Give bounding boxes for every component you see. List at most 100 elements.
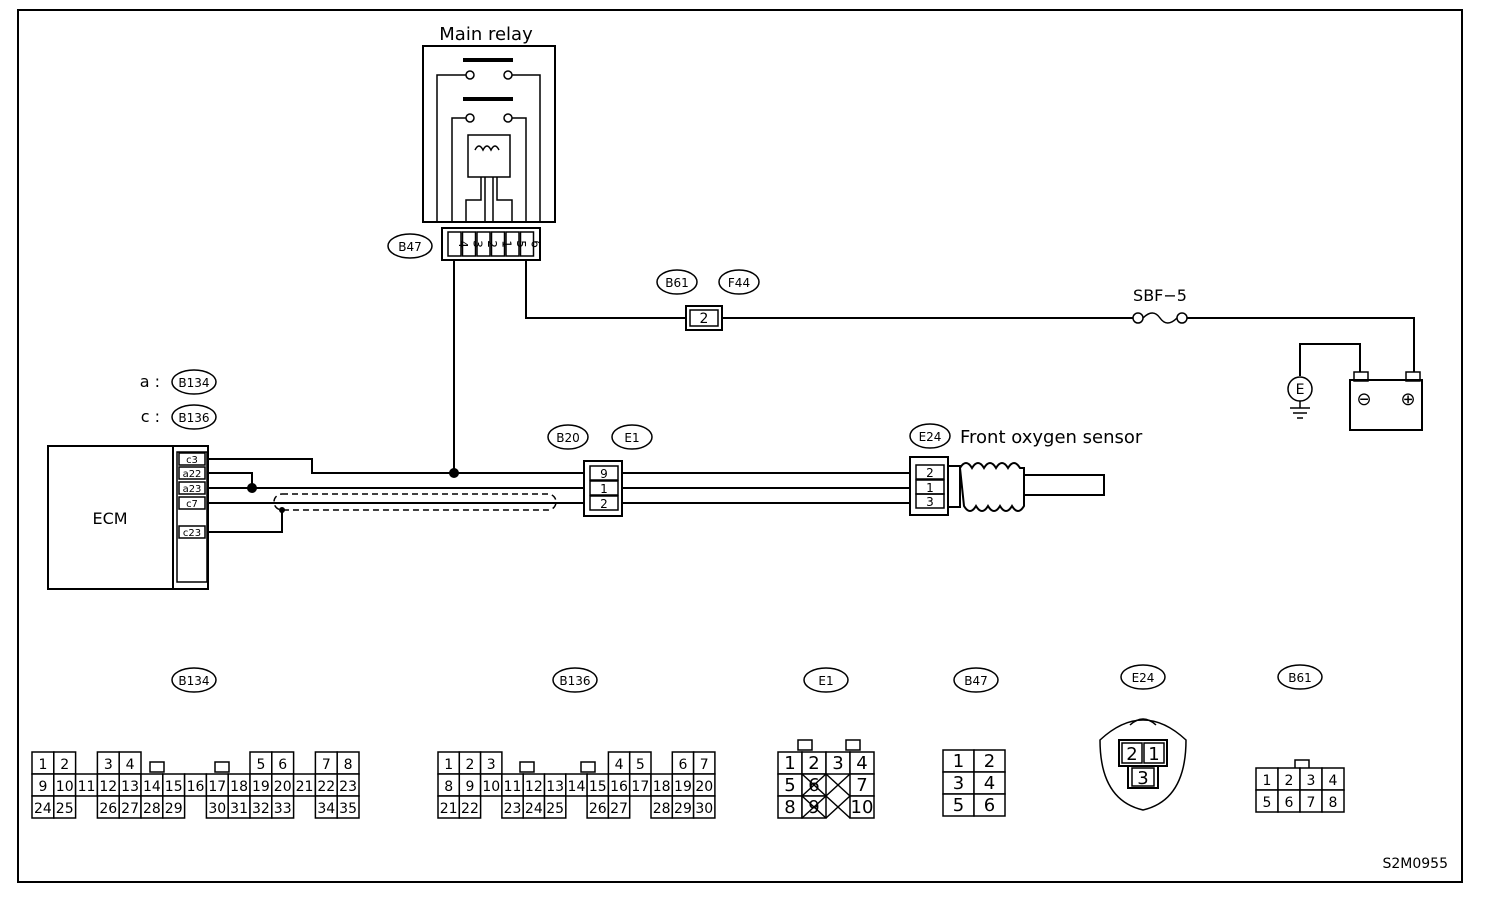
connector-pin: 31	[230, 801, 248, 817]
b47-tag-text: B47	[398, 240, 422, 254]
connector-pin: 1	[1263, 773, 1272, 789]
connector-pin: 8	[344, 757, 353, 773]
connector-pin: 19	[674, 779, 692, 795]
connector-pin: 2	[465, 757, 474, 773]
e1-tag-text: E1	[624, 431, 639, 445]
connector-pin: 4	[856, 753, 867, 774]
ecm-pin: a22	[183, 469, 202, 480]
connector-pin: 20	[274, 779, 292, 795]
connector-pin: 14	[143, 779, 161, 795]
e1-pin: 1	[600, 482, 608, 496]
e1-pin: 9	[600, 467, 608, 481]
connector-view-tag: E24	[1132, 671, 1155, 685]
f44-tag-text: F44	[728, 276, 750, 290]
connector-pin: 16	[610, 779, 628, 795]
connector-pin: 2	[60, 757, 69, 773]
e24-tag: E24	[909, 423, 951, 449]
connector-pin: 17	[208, 779, 226, 795]
connector-pin: 2	[808, 753, 819, 774]
f44-pin: 2	[700, 311, 709, 327]
legend-c-prefix: c :	[141, 407, 160, 426]
connector-pin: 4	[1329, 773, 1338, 789]
ecm-label: ECM	[92, 509, 127, 528]
connector-pin: 2	[1285, 773, 1294, 789]
connector-pin: 33	[274, 801, 292, 817]
main-relay: Main relay	[422, 24, 556, 223]
connector-pin: 22	[461, 801, 479, 817]
connector-pin: 28	[143, 801, 161, 817]
connector-pin: 3	[1137, 768, 1148, 789]
b20-tag-text: B20	[556, 431, 580, 445]
connector-pin: 8	[444, 779, 453, 795]
connector-view-tag: E1	[818, 674, 833, 688]
figure-code: S2M0955	[1382, 856, 1448, 872]
connector-pin: 1	[38, 757, 47, 773]
wire-c23-shield	[207, 510, 283, 533]
ecm-pin: a23	[183, 484, 202, 495]
connector-pin: 5	[784, 775, 795, 796]
connector-pin: 11	[504, 779, 522, 795]
connector-pin: 9	[465, 779, 474, 795]
relay-pin: 6	[529, 240, 543, 248]
connector-pin: 14	[568, 779, 586, 795]
e1-connector: 912	[583, 460, 623, 517]
connector-pin: 7	[856, 775, 867, 796]
wire-c3	[207, 458, 584, 474]
connector-pin: 23	[339, 779, 357, 795]
connector-pin: 8	[784, 797, 795, 818]
connector-pin: 1	[953, 751, 964, 772]
connector-pin: 6	[678, 757, 687, 773]
connector-pin: 25	[56, 801, 74, 817]
connector-view-tag: B61	[1288, 671, 1312, 685]
connector-pin: 3	[487, 757, 496, 773]
legend-a-tag: B134	[178, 376, 209, 390]
connector-pin: 12	[525, 779, 543, 795]
main-relay-label: Main relay	[439, 24, 533, 45]
connector-pin: 3	[832, 753, 843, 774]
wire-ground	[1299, 343, 1361, 376]
connector-pin: 18	[653, 779, 671, 795]
connector-pin: 6	[1285, 795, 1294, 811]
b61-tag-text: B61	[665, 276, 689, 290]
e1-pin: 2	[600, 497, 608, 511]
e24-pin: 3	[926, 495, 934, 509]
connector-pin: 2	[984, 751, 995, 772]
connector-pin: 1	[1148, 744, 1159, 765]
e24-pin: 1	[926, 481, 934, 495]
connector-pin: 5	[1263, 795, 1272, 811]
ecm-pin: c3	[186, 455, 198, 466]
connector-pin: 9	[38, 779, 47, 795]
shield	[273, 493, 557, 511]
battery-minus: ⊖	[1356, 389, 1371, 410]
wire-fuse-to-battery	[1187, 317, 1415, 372]
connector-pin: 24	[34, 801, 52, 817]
connector-pin: 1	[444, 757, 453, 773]
connector-pin: 7	[700, 757, 709, 773]
connector-pin: 7	[322, 757, 331, 773]
main-relay-body	[422, 45, 556, 223]
f44-tag: F44	[718, 269, 760, 295]
f44-connector: 2	[685, 305, 723, 331]
connector-pin: 10	[56, 779, 74, 795]
connector-pin: 19	[252, 779, 270, 795]
b20-tag: B20	[547, 424, 589, 450]
e24-tag-text: E24	[919, 430, 942, 444]
connector-pin: 25	[546, 801, 564, 817]
connector-pin: 34	[317, 801, 335, 817]
ecm-connector-legend: a : B134 c : B136	[140, 369, 217, 430]
e1-tag: E1	[611, 424, 653, 450]
connector-pin: 12	[99, 779, 117, 795]
connector-view-tag: B134	[178, 674, 209, 688]
b47-tag: B47	[387, 233, 433, 259]
connector-pin: 32	[252, 801, 270, 817]
connector-pin: 16	[187, 779, 205, 795]
connector-pin: 15	[165, 779, 183, 795]
e24-connector: 213	[909, 456, 949, 516]
connector-pin: 26	[99, 801, 117, 817]
connector-pin: 35	[339, 801, 357, 817]
connector-view-tag: B136	[559, 674, 590, 688]
